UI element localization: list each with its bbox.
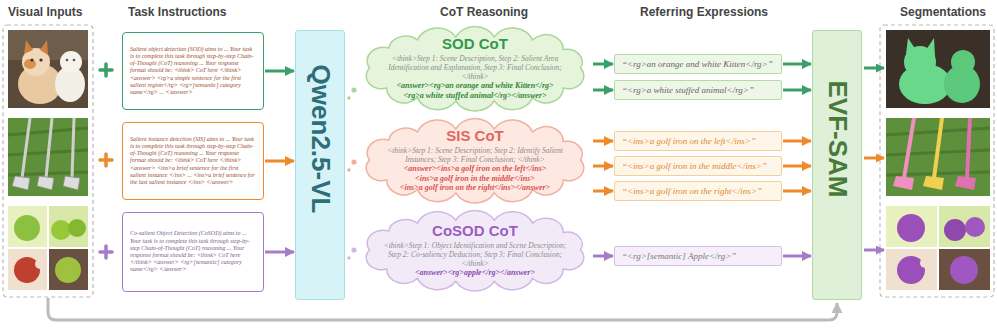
flow-arrow bbox=[593, 89, 613, 92]
flow-arrow bbox=[265, 70, 294, 73]
flow-arrow bbox=[783, 190, 811, 193]
node-text: <think>Step 1: Scene Description; Step 2… bbox=[382, 146, 568, 164]
cloud-heading: CoSOD CoT bbox=[382, 222, 568, 240]
node-text: <ins>a golf iron on the right</ins></ans… bbox=[382, 183, 568, 193]
model-name: Qwen2.5-VL bbox=[304, 65, 335, 214]
node-text: “<rg>[semantic] Apple</rg>” bbox=[622, 251, 736, 262]
flow-arrow bbox=[783, 140, 811, 143]
model-name: EVF-SAM bbox=[821, 81, 852, 198]
kitten-image bbox=[8, 30, 88, 108]
flow-arrow bbox=[783, 63, 811, 66]
node-text: “<rg>an orange and white Kitten</rg>” bbox=[622, 59, 773, 70]
cot-cloud: CoSOD CoT<think>Step 1: Object Identific… bbox=[358, 208, 592, 292]
golf-image bbox=[8, 118, 88, 196]
node-text: Salient instance detection (SIS) aims to… bbox=[130, 136, 256, 186]
flow-arrow bbox=[593, 63, 613, 66]
golf-mask bbox=[886, 118, 990, 196]
column-heading: CoT Reasoning bbox=[440, 5, 528, 19]
column-heading: Task Instructions bbox=[128, 5, 226, 19]
node-text: Co-salient Object Detection (CoSOD) aims… bbox=[130, 230, 256, 273]
flow-arrow bbox=[593, 255, 613, 258]
model-box: Qwen2.5-VL bbox=[295, 30, 345, 300]
node-text: “<ins>a golf iron in the middle</ins>” bbox=[622, 161, 767, 172]
instruction-card: Salient object detection (SOD) aims to .… bbox=[122, 32, 264, 110]
flow-arrow bbox=[593, 190, 613, 193]
node-text: “<ins>a golf iron on the left</ins>” bbox=[622, 136, 756, 147]
instruction-card: Co-salient Object Detection (CoSOD) aims… bbox=[122, 212, 264, 292]
cloud-heading: SIS CoT bbox=[382, 127, 568, 145]
cloud-outline bbox=[366, 27, 584, 112]
cot-cloud: SOD CoT<think>Step 1: Scene Description,… bbox=[358, 24, 592, 112]
node-text: “<rg>a white stuffed animal</rg>” bbox=[622, 85, 754, 96]
apple-mask bbox=[886, 206, 990, 290]
kitten-mask bbox=[886, 30, 990, 108]
node-text: <ins>a golf iron in the middle</ins> bbox=[382, 174, 568, 184]
node-text: <answer><rg>apple</rg></answer> bbox=[382, 268, 568, 278]
flow-arrow bbox=[783, 89, 811, 92]
flow-arrow bbox=[265, 251, 294, 254]
cloud-heading: SOD CoT bbox=[382, 35, 568, 53]
node-text: <answer><rg>an orange and white Kitten</… bbox=[382, 81, 568, 91]
expression-box: “<rg>a white stuffed animal</rg>” bbox=[614, 80, 782, 100]
node-text: <think>Step 1: Object Identification and… bbox=[382, 241, 568, 268]
column-heading: Visual Inputs bbox=[8, 5, 82, 19]
node-text: <think>Step 1: Scene Description, Step 2… bbox=[382, 54, 568, 81]
cloud-outline bbox=[366, 210, 584, 291]
cloud-outline bbox=[366, 119, 584, 204]
node-text: “<ins>a golf iron on the right</ins>” bbox=[622, 186, 762, 197]
feedback-arrow bbox=[48, 298, 837, 320]
flow-arrow bbox=[783, 165, 811, 168]
flow-arrow bbox=[593, 165, 613, 168]
cot-cloud: SIS CoT<think>Step 1: Scene Description;… bbox=[358, 116, 592, 204]
plus-sign bbox=[100, 64, 112, 258]
expression-box: “<rg>[semantic] Apple</rg>” bbox=[614, 246, 782, 266]
node-text: Salient object detection (SOD) aims to .… bbox=[130, 46, 256, 96]
expression-box: “<ins>a golf iron on the left</ins>” bbox=[614, 131, 782, 151]
expression-box: “<rg>an orange and white Kitten</rg>” bbox=[614, 54, 782, 74]
column-heading: Referring Expressions bbox=[640, 5, 768, 19]
expression-box: “<ins>a golf iron in the middle</ins>” bbox=[614, 156, 782, 176]
thought-bubbles bbox=[347, 87, 356, 259]
output-arrow bbox=[864, 68, 884, 250]
flow-arrow bbox=[783, 255, 811, 258]
node-text: <rg>a white stuffed animal</rg></answer> bbox=[382, 91, 568, 101]
expression-box: “<ins>a golf iron on the right</ins>” bbox=[614, 181, 782, 201]
node-text: <answer><ins>a golf iron on the left</in… bbox=[382, 164, 568, 174]
flow-arrow bbox=[593, 140, 613, 143]
flow-arrow bbox=[265, 160, 294, 163]
column-heading: Segmentations bbox=[900, 5, 986, 19]
model-box: EVF-SAM bbox=[812, 30, 862, 300]
instruction-card: Salient instance detection (SIS) aims to… bbox=[122, 122, 264, 200]
apple-images bbox=[8, 206, 88, 290]
